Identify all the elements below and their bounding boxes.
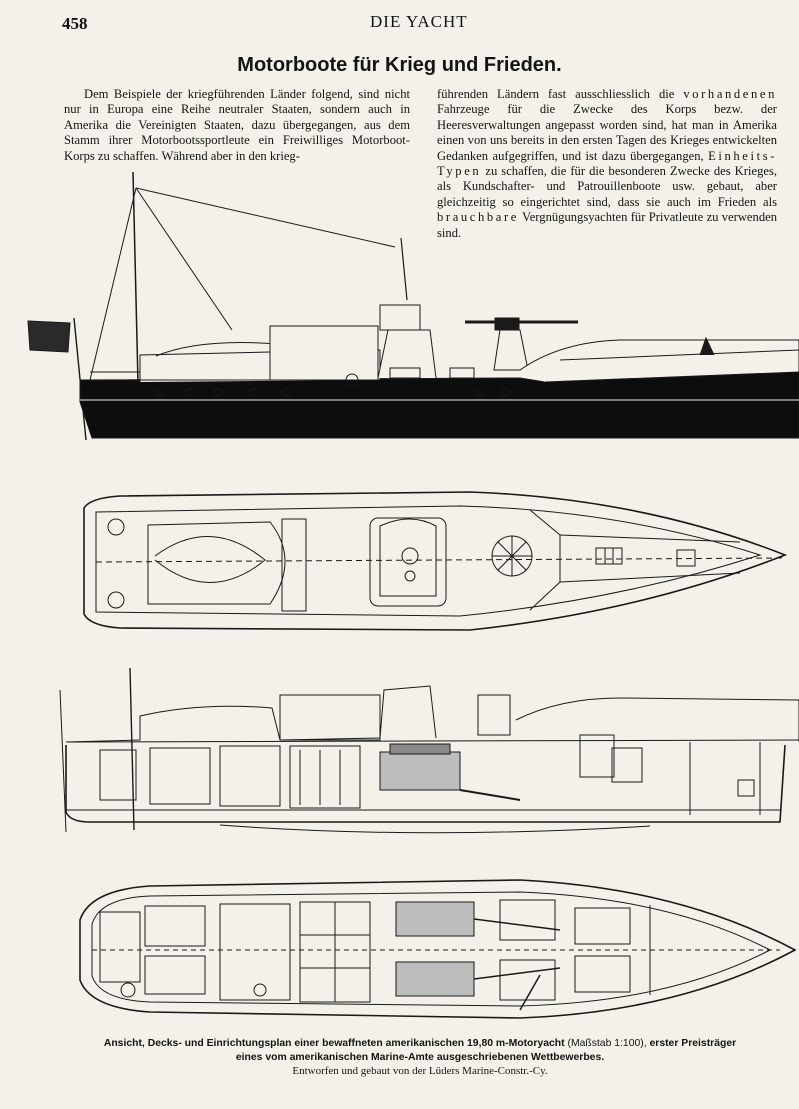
longitudinal-section-drawing [59, 667, 799, 834]
right-text-part2: Fahrzeuge für die Zwecke des Korps bezw.… [437, 102, 777, 163]
hull-side [79, 371, 799, 439]
emphasis-einheits-typen: Einheits-Typen [437, 148, 777, 179]
caption-scale: (Maßstab 1:100), [567, 1038, 647, 1049]
right-text-part4: Vergnügungsyachten für Privatleute zu ve… [437, 210, 777, 240]
running-head: DIE YACHT [370, 12, 468, 31]
caption-rest: erster Preisträger eines vom amerikanisc… [235, 1038, 737, 1063]
engines-plan [395, 901, 561, 997]
right-column-text: führenden Ländern fast ausschliesslich d… [437, 87, 777, 241]
emphasis-brauchbare: brauchbare [437, 210, 519, 225]
mast [132, 171, 139, 384]
engine-section [379, 743, 521, 801]
page-number: 458 [62, 14, 88, 33]
caption-main: Ansicht, Decks- und Einrichtungsplan ein… [103, 1038, 565, 1049]
left-column-text: Dem Beispiele der kriegführenden Länder … [64, 87, 410, 163]
figure-caption: Ansicht, Decks- und Einrichtungsplan ein… [100, 1037, 740, 1065]
article-title: Motorboote für Krieg und Frieden. [237, 54, 562, 76]
interior-plan-drawing [79, 879, 797, 1019]
deck-plan-drawing [83, 491, 788, 631]
figure-credit: Entworfen und gebaut von der Lüders Mari… [292, 1065, 548, 1077]
right-text-part3: zu schaffen, die für die besonderen Zwec… [437, 164, 778, 209]
right-text-part1: führenden Ländern fast ausschliesslich d… [437, 87, 675, 101]
flag-shape [27, 320, 71, 353]
emphasis-vorhandenen: vorhandenen [683, 87, 777, 101]
side-elevation-drawing [27, 171, 799, 441]
